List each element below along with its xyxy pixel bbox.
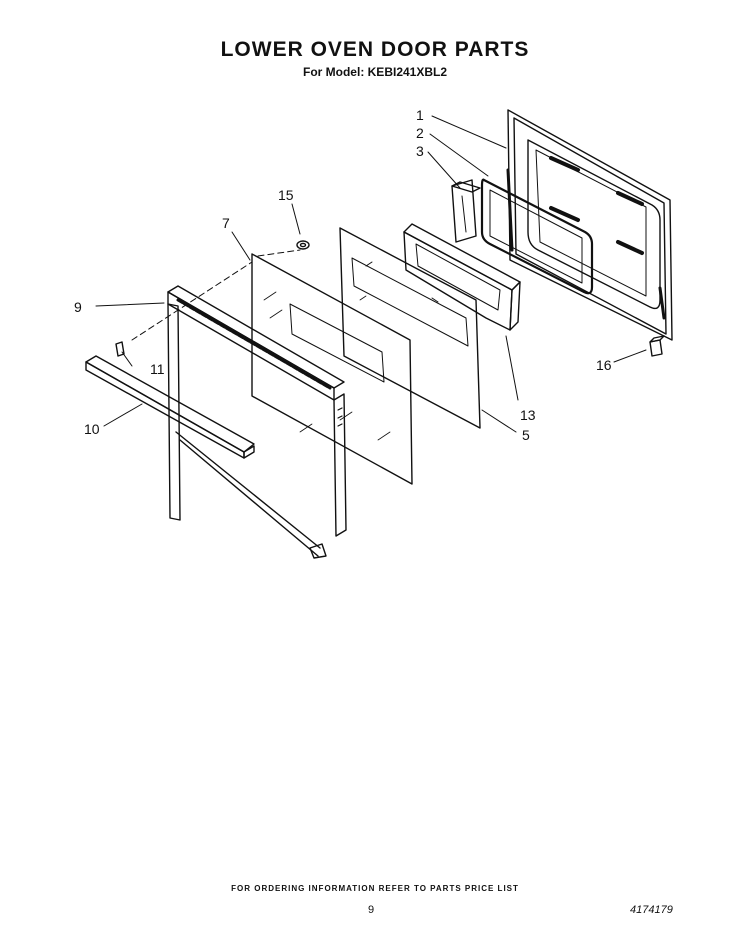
callout-10: 10 <box>84 421 100 437</box>
page-number: 9 <box>368 904 375 916</box>
callout-9: 9 <box>74 299 82 315</box>
callout-labels: 1 2 3 5 7 9 10 11 13 15 16 <box>74 107 612 443</box>
part-3-bracket <box>451 179 481 243</box>
part-16-bumper <box>649 335 665 357</box>
part-5-glass-panel <box>339 227 481 429</box>
part-1-inner-door-panel <box>506 109 673 341</box>
ordering-note: FOR ORDERING INFORMATION REFER TO PARTS … <box>231 884 519 893</box>
callout-15: 15 <box>278 187 294 203</box>
part-15-screw <box>296 240 310 250</box>
callout-1: 1 <box>416 107 424 123</box>
part-7-outer-glass <box>251 253 413 485</box>
callout-11: 11 <box>150 361 165 377</box>
part-9-door-trim-frame <box>167 285 347 559</box>
callout-2: 2 <box>416 125 424 141</box>
model-subtitle: For Model: KEBI241XBL2 <box>302 65 448 79</box>
part-2-door-gasket <box>480 178 594 295</box>
callout-7: 7 <box>222 215 230 231</box>
assembly-lines <box>131 249 301 341</box>
callout-3: 3 <box>416 143 424 159</box>
callout-13: 13 <box>520 407 536 423</box>
document-number: 4174179 <box>630 904 673 916</box>
part-10-trim-strip <box>85 355 255 459</box>
leader-lines <box>95 115 647 433</box>
callout-16: 16 <box>596 357 612 373</box>
callout-5: 5 <box>522 427 530 443</box>
page-title: LOWER OVEN DOOR PARTS <box>220 38 530 61</box>
part-13-window-pack <box>403 223 521 331</box>
